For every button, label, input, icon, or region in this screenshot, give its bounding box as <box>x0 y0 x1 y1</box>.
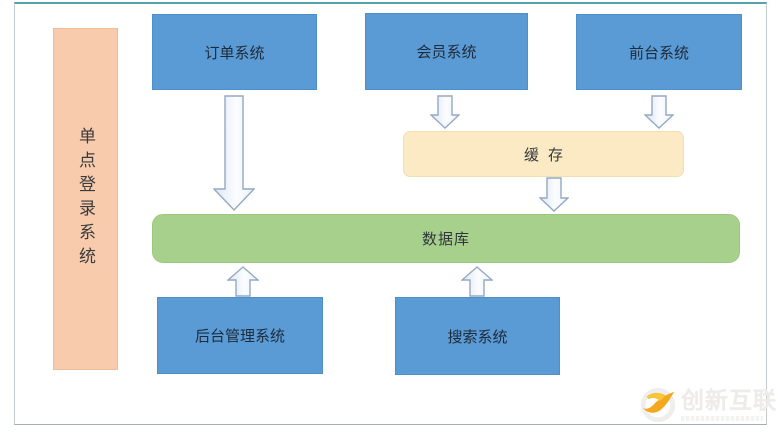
watermark-logo: 创新互联 <box>639 383 777 427</box>
node-database: 数据库 <box>152 214 740 263</box>
arrow-search-to-database-icon <box>461 266 493 297</box>
node-database-label: 数据库 <box>421 230 470 248</box>
node-search-system: 搜索系统 <box>395 297 560 375</box>
node-sso-system: 单点登录系统 <box>53 28 118 370</box>
brand-text-block: 创新互联 <box>681 387 777 421</box>
node-front-label: 前台系统 <box>628 43 689 62</box>
node-order-system: 订单系统 <box>152 14 317 90</box>
brand-icon <box>640 387 676 423</box>
node-admin-system: 后台管理系统 <box>157 297 323 374</box>
arrow-member-to-cache-icon <box>430 95 460 129</box>
arrow-front-to-cache-icon <box>644 95 674 129</box>
node-front-system: 前台系统 <box>576 14 742 90</box>
brand-subtext-strip <box>681 415 763 421</box>
brand-name: 创新互联 <box>681 387 777 414</box>
node-member-system: 会员系统 <box>365 13 528 90</box>
arrow-order-to-database-icon <box>213 95 255 212</box>
node-search-label: 搜索系统 <box>447 327 508 346</box>
node-sso-label: 单点登录系统 <box>75 127 95 271</box>
arrow-cache-to-database-icon <box>539 177 569 212</box>
node-admin-label: 后台管理系统 <box>194 327 285 345</box>
node-cache-label: 缓存 <box>523 145 572 164</box>
node-order-label: 订单系统 <box>204 43 265 62</box>
node-member-label: 会员系统 <box>416 43 477 61</box>
node-cache: 缓存 <box>403 131 684 177</box>
arrow-admin-to-database-icon <box>227 266 259 297</box>
